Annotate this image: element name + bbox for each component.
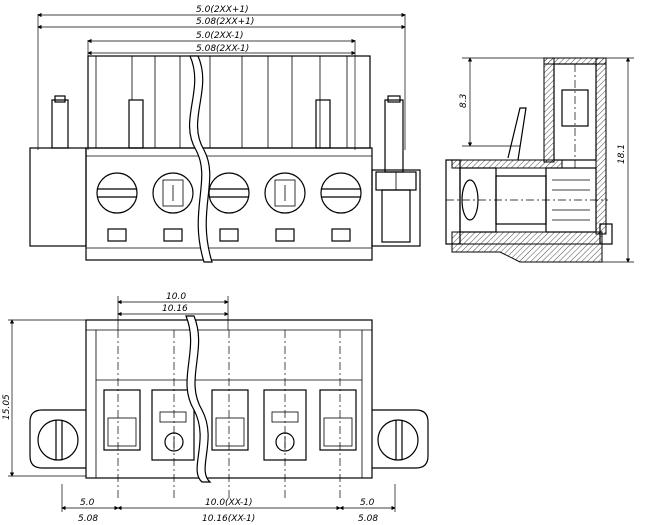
screw-row-top [96, 172, 362, 214]
right-dim-1: 5.0 [360, 498, 375, 508]
dim-overall-1: 5.0(2XX+1) [196, 5, 249, 15]
bottom-view [8, 296, 429, 512]
span-dim-2: 10.16(XX-1) [202, 514, 255, 524]
height-dim: 15.05 [2, 394, 12, 420]
left-dim-1: 5.0 [80, 498, 95, 508]
dim-inner-2: 5.08(2XX-1) [196, 44, 249, 54]
right-dim-2: 5.08 [358, 514, 378, 524]
left-dim-2: 5.08 [78, 514, 98, 524]
dim-height-total: 18.1 [617, 144, 627, 164]
side-view [445, 57, 634, 263]
pitch-2: 10.16 [162, 304, 188, 314]
dim-height-small: 8.3 [459, 93, 469, 108]
wire-openings [103, 389, 357, 461]
dim-overall-2: 5.08(2XX+1) [196, 17, 254, 27]
front-view-top [29, 12, 421, 263]
dim-inner-1: 5.0(2XX-1) [196, 31, 244, 41]
span-dim-1: 10.0(XX-1) [205, 498, 253, 508]
pitch-1: 10.0 [166, 292, 186, 302]
